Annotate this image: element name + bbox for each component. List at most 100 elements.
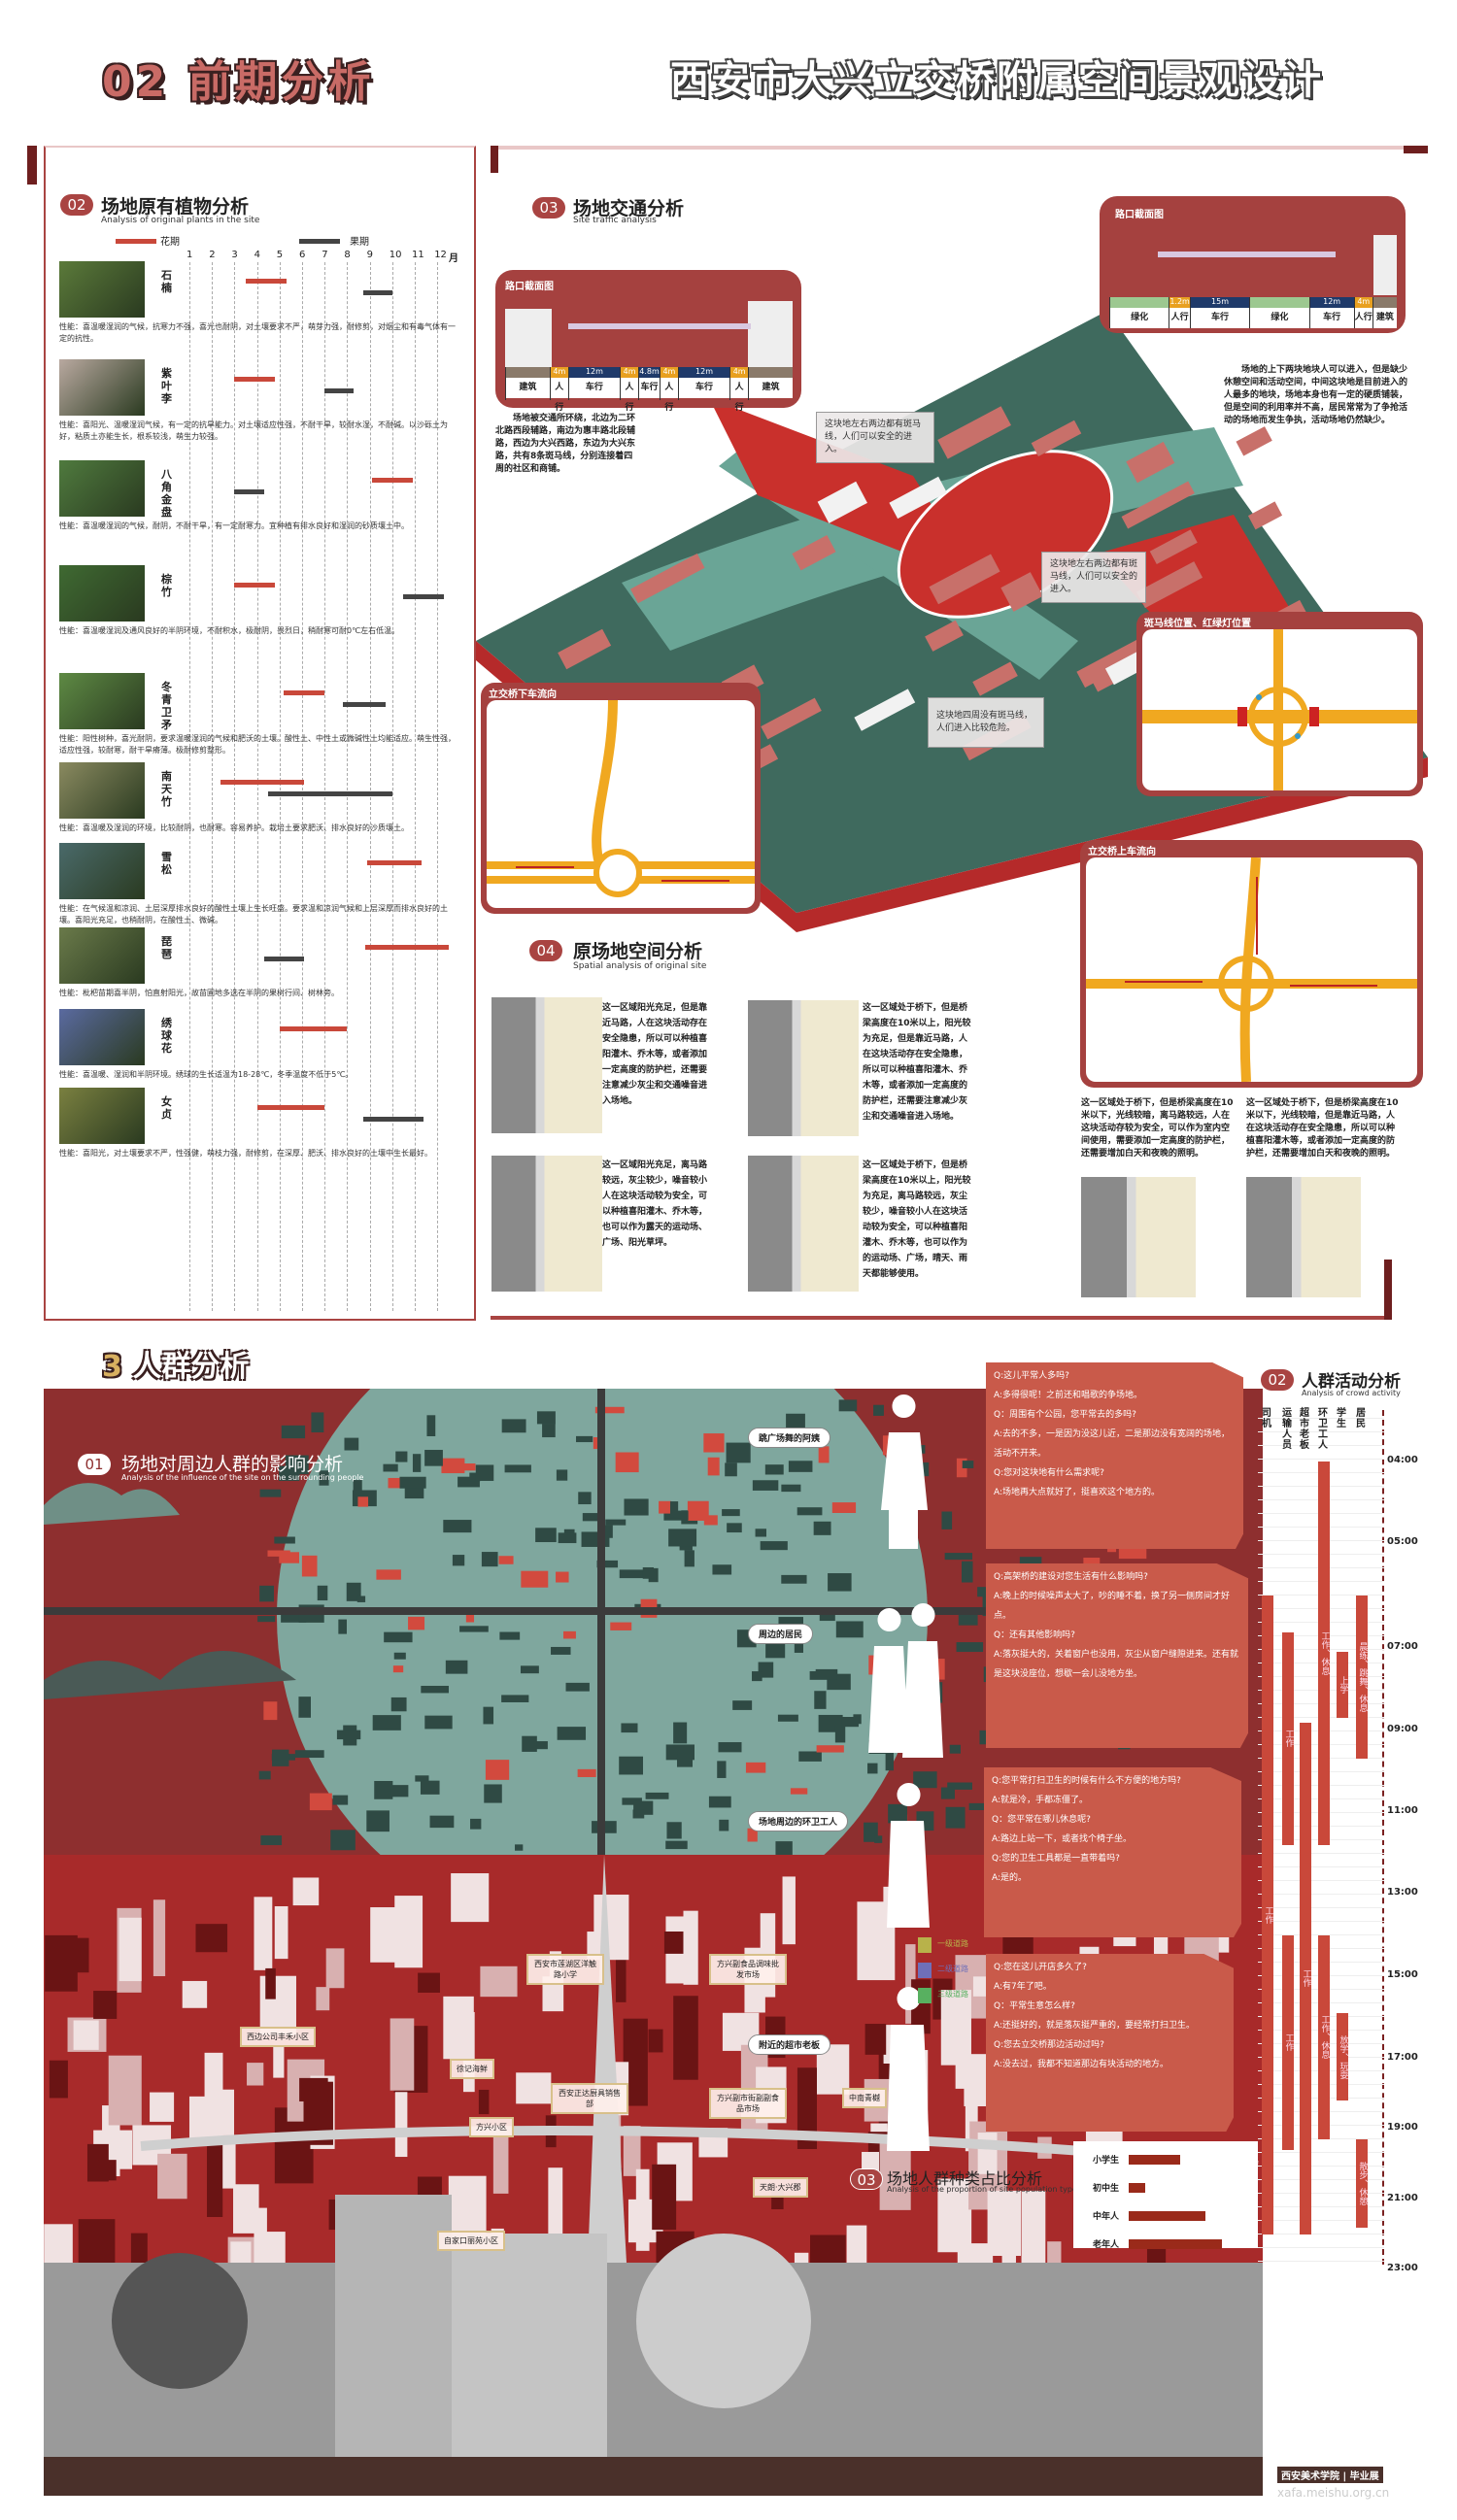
building-block: [263, 1701, 278, 1721]
fruiting-bar: [362, 290, 392, 295]
time-tick-label: 15:00: [1387, 1969, 1418, 1980]
building-block: [764, 1464, 784, 1475]
building-block: [281, 1425, 306, 1439]
flowering-bar: [220, 780, 305, 785]
building-block: [344, 1437, 359, 1451]
building-block: [622, 1798, 642, 1805]
building-block: [708, 1796, 731, 1808]
segment-label: 人行: [1169, 308, 1190, 328]
building-block: [470, 1818, 482, 1830]
road-segment: 绿化: [1249, 297, 1309, 328]
cloud: [44, 1651, 296, 1699]
interview-card: Q:高架桥的建设对您生活有什么影响吗?A:晚上的时候噪声太大了，吵的睡不着，换了…: [986, 1563, 1248, 1748]
building-block: [484, 1784, 502, 1803]
proportion-badge: 03: [850, 2168, 883, 2190]
building-block: [677, 1753, 693, 1767]
building-block: [376, 1569, 401, 1580]
cloud: [44, 1483, 180, 1525]
proportion-bar: [1129, 2155, 1180, 2165]
building-block: [1247, 501, 1283, 530]
building-block: [777, 1714, 798, 1722]
building-block: [429, 1815, 455, 1829]
inset-title: 立交桥上车流向: [1088, 847, 1156, 857]
building-block: [499, 1631, 521, 1640]
legend-flower-swatch: [116, 239, 156, 244]
gridline: [1258, 1866, 1384, 1867]
activity-bar: 上学: [1337, 1652, 1348, 1719]
label-residents: 周边的居民: [748, 1624, 814, 1644]
proportion-bar: [1129, 2239, 1222, 2249]
section-heading: 02 前期分析: [102, 47, 375, 109]
building-block: [673, 1722, 688, 1744]
plant-name: 绣球花: [161, 1017, 172, 1055]
activity-bar: 工作: [1262, 1596, 1273, 2234]
building-block: [782, 1876, 796, 1945]
building-block: [596, 1560, 619, 1568]
influence-subtitle: Analysis of the influence of the site on…: [121, 1473, 364, 1482]
building-block: [781, 1574, 807, 1584]
building-block: [796, 1507, 823, 1516]
gridline: [1258, 2179, 1384, 2180]
plant-name: 冬青卫矛: [161, 681, 172, 731]
segment-label: 车行: [639, 378, 660, 398]
building-block: [732, 1700, 753, 1710]
segment-label: 车行: [1190, 308, 1250, 328]
plant-photo: [59, 673, 145, 729]
building-block: [786, 1413, 805, 1429]
callout-crossing-center: 这块地左右两边都有斑马线，人们可以安全的进入。: [1041, 552, 1146, 603]
building-block: [395, 1451, 408, 1462]
building-block: [624, 1498, 649, 1516]
plants-badge: 02: [60, 194, 93, 216]
month-gridline: [189, 262, 190, 1311]
building-block: [669, 1501, 679, 1518]
plants-subtitle: Analysis of original plants in the site: [101, 216, 260, 225]
building-block: [274, 1906, 288, 1960]
building-block: [632, 1809, 645, 1819]
building-block: [582, 1513, 604, 1522]
activity-bar: 放学、玩耍: [1337, 2013, 1348, 2101]
gridline: [1258, 2261, 1384, 2262]
building-block: [332, 1795, 349, 1805]
segment-label: 车行: [678, 378, 730, 398]
building-block: [265, 1967, 276, 1999]
gridline: [1258, 1921, 1384, 1922]
gridline: [1258, 2220, 1384, 2221]
segment-label: 绿化: [1110, 308, 1169, 328]
fruiting-bar: [342, 702, 386, 707]
flowering-bar: [256, 1105, 325, 1110]
segment-width: 12m: [678, 367, 730, 378]
building-block: [257, 1616, 276, 1623]
building-block: [273, 2045, 285, 2078]
building-block: [292, 1877, 320, 1906]
building-block: [809, 1671, 837, 1680]
segment-label: 人行: [660, 378, 678, 413]
proportion-category: 小学生: [1093, 2156, 1120, 2166]
building-block: [309, 1793, 332, 1811]
traffic-badge: 03: [532, 197, 565, 218]
building-block: [294, 1750, 324, 1759]
plant-photo: [59, 762, 145, 819]
building-block: [372, 1715, 401, 1730]
section-number: 02: [102, 57, 170, 107]
flowering-bar: [367, 860, 422, 865]
flowering-bar: [234, 583, 276, 588]
building-block: [542, 1424, 556, 1438]
building-block: [642, 1566, 655, 1579]
segment-label: 人行: [621, 378, 639, 413]
building-block: [388, 1477, 400, 1489]
activity-bar: 工作: [1282, 1631, 1294, 1845]
activity-column-label: 运输人员: [1282, 1408, 1292, 1451]
building-block: [279, 1465, 300, 1481]
month-label: 2: [209, 250, 216, 260]
interview-answer: A:有7年了吧。: [994, 1982, 1052, 1992]
building-block: [357, 1496, 369, 1507]
building-block: [1000, 572, 1043, 612]
building-block: [556, 1571, 569, 1583]
interview-card: Q:这儿平常人多吗?A:多得很呢！之前还和唱歌的争场地。Q：周围有个公园，您平常…: [986, 1362, 1243, 1549]
building-block: [961, 1561, 973, 1583]
building-block: [873, 1404, 884, 1416]
activity-column-label: 环卫工人: [1318, 1408, 1328, 1451]
